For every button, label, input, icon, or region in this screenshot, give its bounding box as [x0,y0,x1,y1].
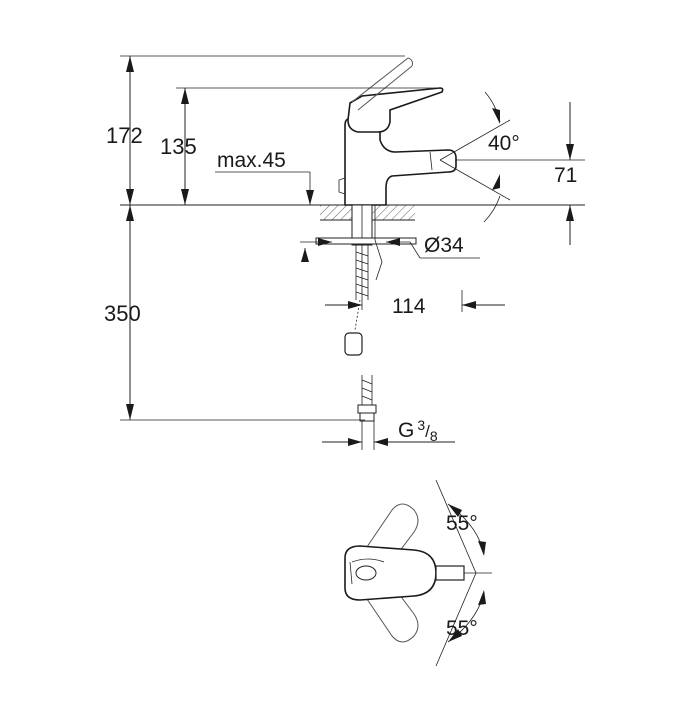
dia34-small-arrow [301,248,309,262]
thread-prefix: G [398,419,414,442]
angle-ray-upper [439,119,511,161]
dim-135-label: 135 [160,134,197,159]
thread-extension [361,421,375,450]
reach-arrow-right [462,301,476,309]
thread-arrow-right [374,438,388,446]
dim-135-arrow-bottom [181,189,189,205]
hose-braid [361,379,373,401]
dia34-arrow-right [386,238,400,246]
thread-numerator: 3 [417,417,425,433]
hose-nut [357,404,377,414]
top-cartridge [355,565,377,581]
top-view: 55° 55° [344,479,492,667]
top-arrow-upper-b [478,541,486,556]
dim-172-arrow-bottom [126,189,134,205]
dim-350-arrow-bottom [126,404,134,420]
dia34-arrow-left [318,238,332,246]
dim-71-arrow-bottom [566,205,574,221]
body-pop-up-knob [338,177,346,195]
top-body-inner [349,558,385,585]
thread-slash: / [425,422,430,441]
dim-350-label: 350 [104,301,141,326]
angle-arc-lower [483,195,501,223]
dim-350-arrow-top [126,205,134,221]
lever-angle-bottom-label: 55° [446,617,478,640]
top-arrow-lower-a [478,590,486,605]
angle-arrow-lower [492,174,500,190]
pop-up-link [374,239,383,281]
side-view: 172 135 max.45 40° 71 Ø34 [104,55,585,450]
dim-135-arrow-top [181,88,189,104]
dim-71-label: 71 [554,164,577,187]
thread-denominator: 8 [430,428,438,444]
reach-arrow-left [348,301,362,309]
max45-arrow [306,190,314,205]
top-angle-ray-lower [435,572,477,667]
max45-label: max.45 [217,149,286,172]
mounting-nut [315,237,417,245]
top-arrow-upper-a [448,504,462,517]
dim-172-arrow-top [126,56,134,72]
dim-172-label: 172 [106,123,143,148]
thread-arrow-left [348,438,362,446]
angle-ray-lower [439,159,511,201]
lever-angle-top-label: 55° [446,512,478,535]
lever-ghost-upper [349,503,419,581]
hose-fitting [359,412,375,422]
lever-ghost-lower [349,565,419,643]
dim-71-arrow-top [566,144,574,160]
top-arrow-lower-b [448,629,462,642]
reach-label: 114 [392,295,426,318]
spout-angle-label: 40° [488,132,520,155]
dia34-label: Ø34 [424,234,464,257]
aerator [429,151,433,171]
top-spout-end [435,565,465,581]
threaded-rod [355,245,369,300]
top-angle-ray-upper [435,479,477,574]
pull-knob [344,332,363,356]
angle-arrow-upper [492,108,500,124]
dia34-callout-slant [409,241,421,259]
